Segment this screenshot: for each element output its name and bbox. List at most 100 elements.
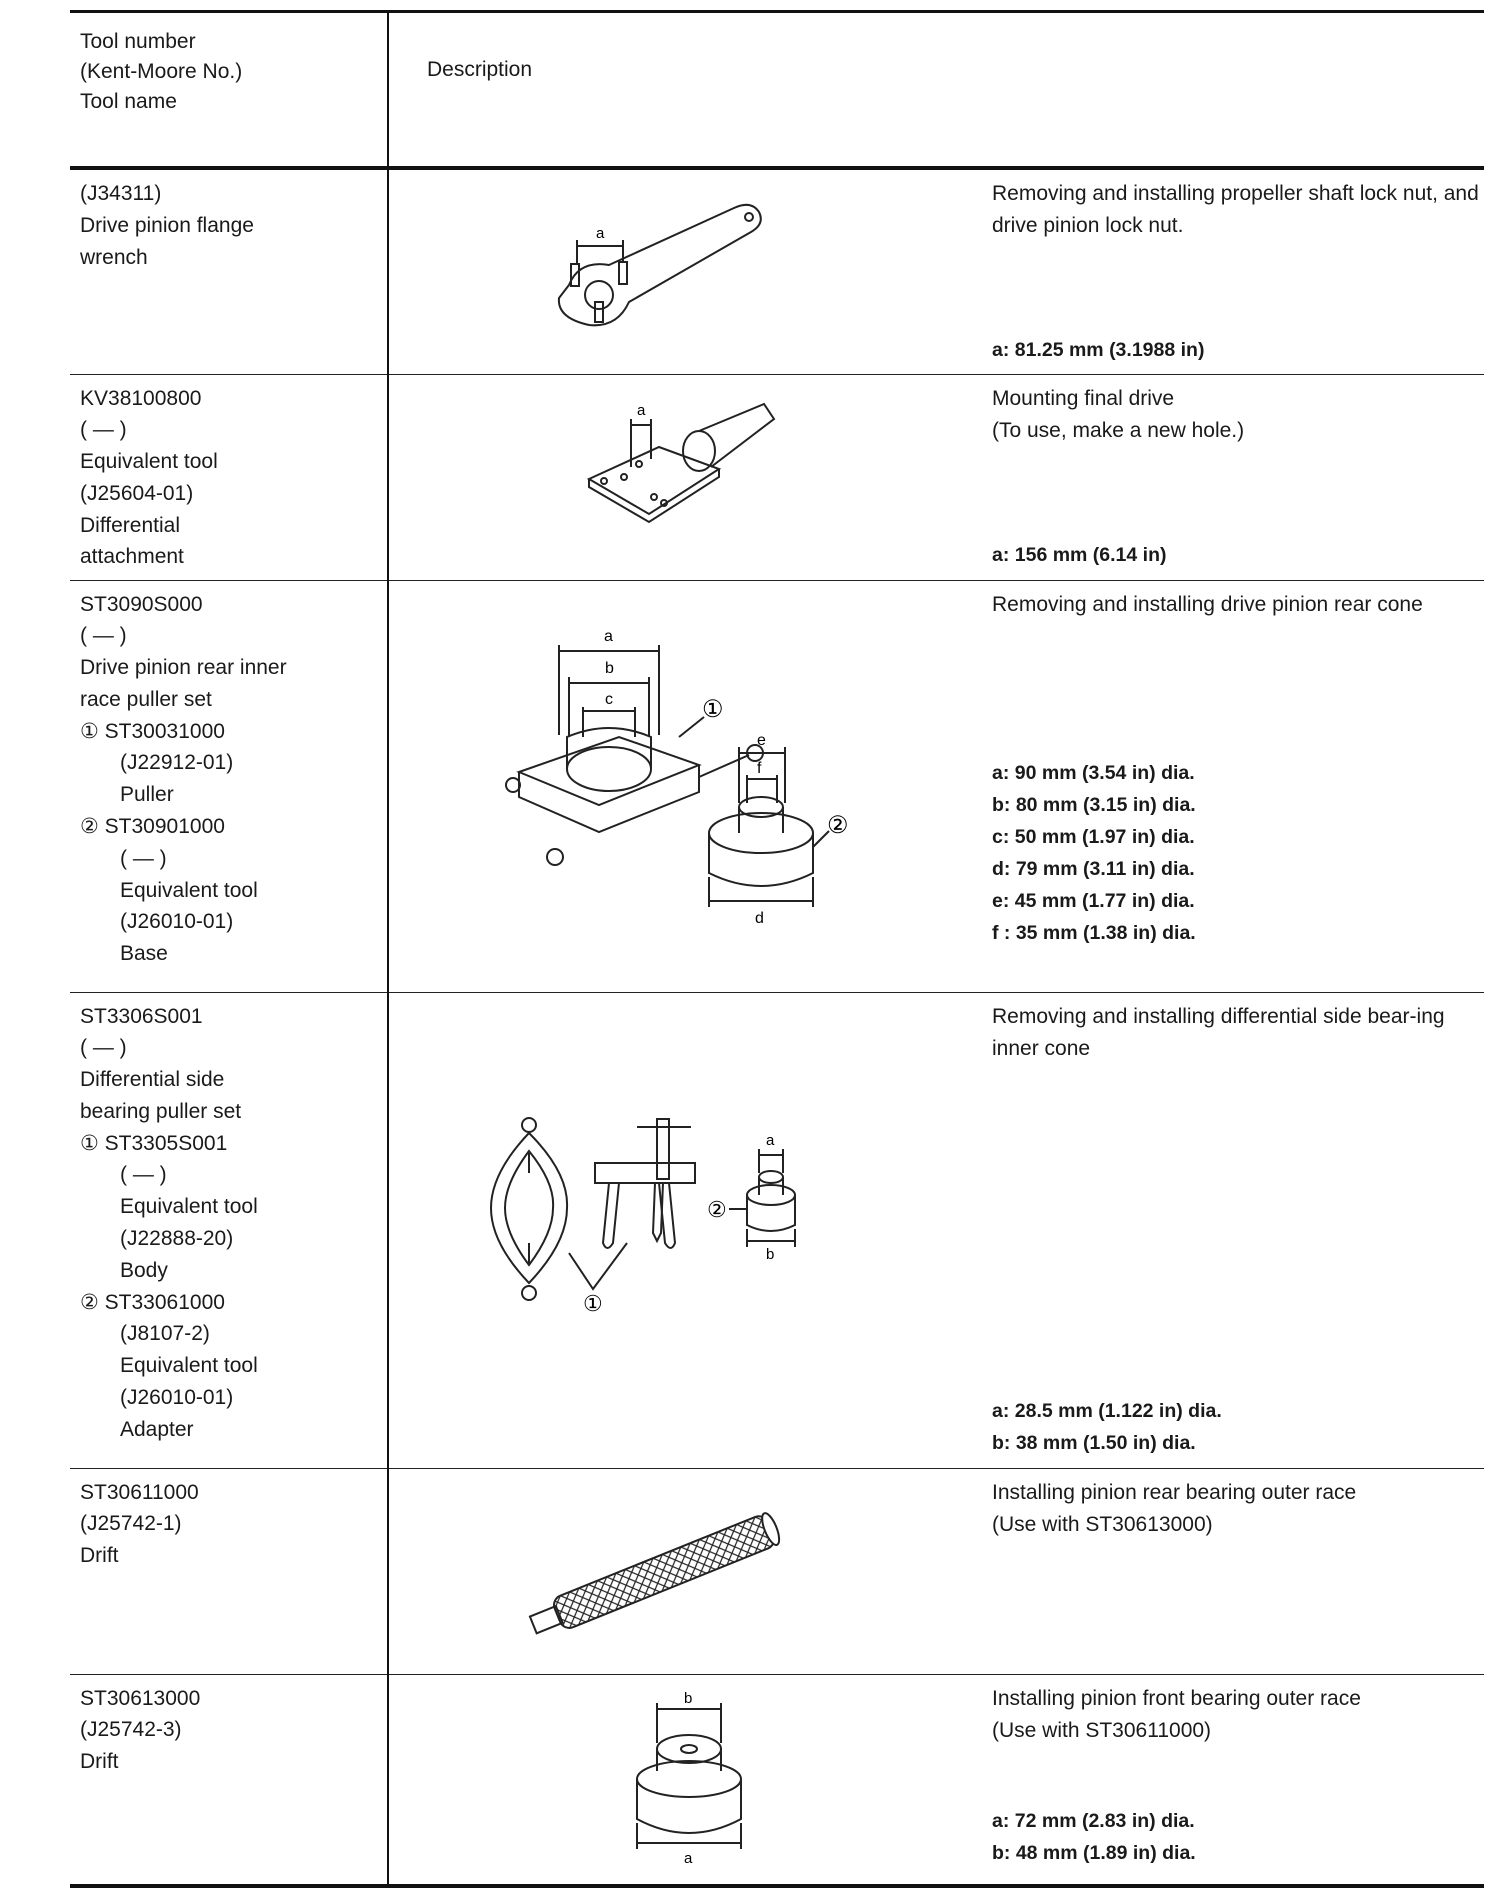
tool-purpose: Removing and installing differential sid… — [992, 1004, 1445, 1060]
dimension-label: a — [684, 1850, 693, 1867]
tool-name: Equivalent tool — [120, 1354, 258, 1378]
dimension-label: b — [605, 660, 614, 677]
tool-name: Differential — [80, 513, 180, 537]
tool-purpose: Removing and installing drive pinion rea… — [992, 592, 1423, 616]
table-row: ST3090S000 ( — ) Drive pinion rear inner… — [70, 580, 1484, 993]
tool-spec: e: 45 mm (1.77 in) dia. — [992, 889, 1195, 912]
dimension-label: a — [637, 402, 646, 419]
tool-number: ( — ) — [80, 624, 127, 648]
tool-spec: a: 81.25 mm (3.1988 in) — [992, 339, 1205, 361]
tool-number: (J22912-01) — [120, 751, 234, 775]
tool-purpose: Installing pinion front bearing outer ra… — [992, 1686, 1361, 1742]
tool-name: wrench — [80, 245, 148, 269]
tool-number: ① ST30031000 — [80, 719, 225, 743]
tool-name: Drive pinion flange — [80, 213, 254, 237]
tool-number: (J34311) — [80, 182, 162, 205]
tool-name: Base — [120, 942, 168, 966]
side-bearing-puller-illustration: a b ② ① — [489, 1116, 796, 1316]
drift-rod-illustration — [528, 1511, 781, 1635]
table-row: (J34311) Drive pinion flange wrench a Re… — [70, 168, 1484, 375]
dimension-label: a — [596, 225, 605, 242]
tool-number: ST3090S000 — [80, 592, 203, 616]
tool-spec: c: 50 mm (1.97 in) dia. — [992, 825, 1195, 848]
dimension-label: d — [755, 910, 764, 927]
tool-number: (J26010-01) — [120, 910, 234, 934]
tool-name: Equivalent tool — [120, 878, 258, 902]
tool-spec: b: 38 mm (1.50 in) dia. — [992, 1431, 1196, 1454]
tool-purpose: Removing and installing propeller shaft … — [992, 182, 1479, 237]
tool-name: Differential side — [80, 1068, 225, 1092]
description-cell: Installing pinion rear bearing outer rac… — [388, 1468, 1484, 1675]
tool-number: ( — ) — [80, 1036, 127, 1060]
tool-spec: a: 156 mm (6.14 in) — [992, 543, 1167, 566]
tool-spec: a: 90 mm (3.54 in) dia. — [992, 761, 1195, 784]
tool-number-cell: ST3090S000 ( — ) Drive pinion rear inner… — [70, 580, 389, 993]
tool-number: ② ST30901000 — [80, 815, 225, 839]
tool-name: race puller set — [80, 687, 212, 711]
tool-table: Tool number (Kent-Moore No.) Tool name D… — [70, 10, 1484, 1888]
callout-label: ② — [827, 812, 849, 839]
tool-name: Drive pinion rear inner — [80, 656, 287, 680]
tool-spec: b: 80 mm (3.15 in) dia. — [992, 793, 1196, 816]
tool-number: ST30611000 — [80, 1480, 199, 1504]
callout-label: ① — [583, 1291, 603, 1316]
tool-specs: a: 28.5 mm (1.122 in) dia. b: 38 mm (1.5… — [992, 1395, 1222, 1459]
callout-label: ② — [707, 1197, 727, 1222]
table-row: ST3306S001 ( — ) Differential side beari… — [70, 992, 1484, 1469]
header-line: Tool number — [80, 30, 196, 53]
dimension-label: e — [757, 732, 766, 749]
tool-name: Adapter — [120, 1417, 194, 1441]
drift-illustration: b a — [636, 1690, 742, 1867]
tool-number-cell: ST30613000 (J25742-3) Drift — [70, 1674, 389, 1888]
tool-number: (J8107-2) — [120, 1322, 210, 1346]
tool-purpose: Mounting final drive (To use, make a new… — [992, 386, 1245, 442]
tool-name: Equivalent tool — [120, 1195, 258, 1219]
tool-name: Puller — [120, 783, 174, 807]
tool-name: Equivalent tool — [80, 450, 218, 474]
callout-label: ① — [702, 696, 724, 723]
tool-number: (J26010-01) — [120, 1386, 234, 1410]
tool-table-sheet: Tool number (Kent-Moore No.) Tool name D… — [70, 10, 1484, 1888]
tool-number-cell: ST3306S001 ( — ) Differential side beari… — [70, 992, 389, 1469]
header-tool-number: Tool number (Kent-Moore No.) Tool name — [70, 11, 389, 170]
header-description: Description — [388, 11, 1484, 170]
description-cell: b a Installing pinion front bearing oute… — [388, 1674, 1484, 1888]
tool-number: ② ST33061000 — [80, 1290, 225, 1314]
tool-specs: a: 72 mm (2.83 in) dia. b: 48 mm (1.89 i… — [992, 1805, 1196, 1869]
tool-name: Drift — [80, 1750, 119, 1774]
tool-spec: a: 72 mm (2.83 in) dia. — [992, 1809, 1195, 1832]
tool-purpose: Installing pinion rear bearing outer rac… — [992, 1480, 1357, 1536]
tool-number: ( — ) — [80, 418, 127, 442]
tool-number: (J25742-1) — [80, 1512, 182, 1536]
tool-number: ① ST3305S001 — [80, 1131, 228, 1155]
dimension-label: c — [605, 691, 613, 708]
tool-number-cell: KV38100800 ( — ) Equivalent tool (J25604… — [70, 374, 389, 581]
tool-number: (J25604-01) — [80, 481, 194, 505]
tool-spec: b: 48 mm (1.89 in) dia. — [992, 1841, 1196, 1864]
tool-name: Body — [120, 1258, 168, 1282]
tool-number: ( — ) — [120, 1163, 167, 1187]
dimension-label: b — [766, 1246, 774, 1263]
tool-number: ST30613000 — [80, 1686, 201, 1710]
tool-spec: f : 35 mm (1.38 in) dia. — [992, 921, 1196, 944]
header-line: (Kent-Moore No.) — [80, 60, 243, 83]
description-cell: a b ② ① Removing and installing differen… — [388, 992, 1484, 1469]
tool-name: bearing puller set — [80, 1099, 242, 1123]
description-cell: a Mounting final drive (To use, make a n… — [388, 374, 1484, 581]
rear-race-puller-illustration: a b c e f d ① ② — [505, 628, 849, 927]
tool-number: (J25742-3) — [80, 1718, 182, 1742]
tool-number: (J22888-20) — [120, 1227, 234, 1251]
dimension-label: b — [684, 1690, 692, 1707]
dimension-label: a — [766, 1132, 775, 1149]
description-cell: a Removing and installing propeller shaf… — [388, 168, 1484, 375]
description-cell: a b c e f d ① ② Removing and installing … — [388, 580, 1484, 993]
dimension-label: f — [757, 760, 762, 777]
tool-name: attachment — [80, 545, 184, 569]
tool-number: ( — ) — [120, 846, 167, 870]
tool-number-cell: ST30611000 (J25742-1) Drift — [70, 1468, 389, 1675]
flange-wrench-illustration: a — [557, 203, 762, 327]
table-header-row: Tool number (Kent-Moore No.) Tool name D… — [70, 11, 1484, 170]
tool-spec: d: 79 mm (3.11 in) dia. — [992, 857, 1195, 880]
table-row: ST30613000 (J25742-3) Drift b a — [70, 1674, 1484, 1888]
tool-specs: a: 90 mm (3.54 in) dia. b: 80 mm (3.15 i… — [992, 757, 1196, 949]
